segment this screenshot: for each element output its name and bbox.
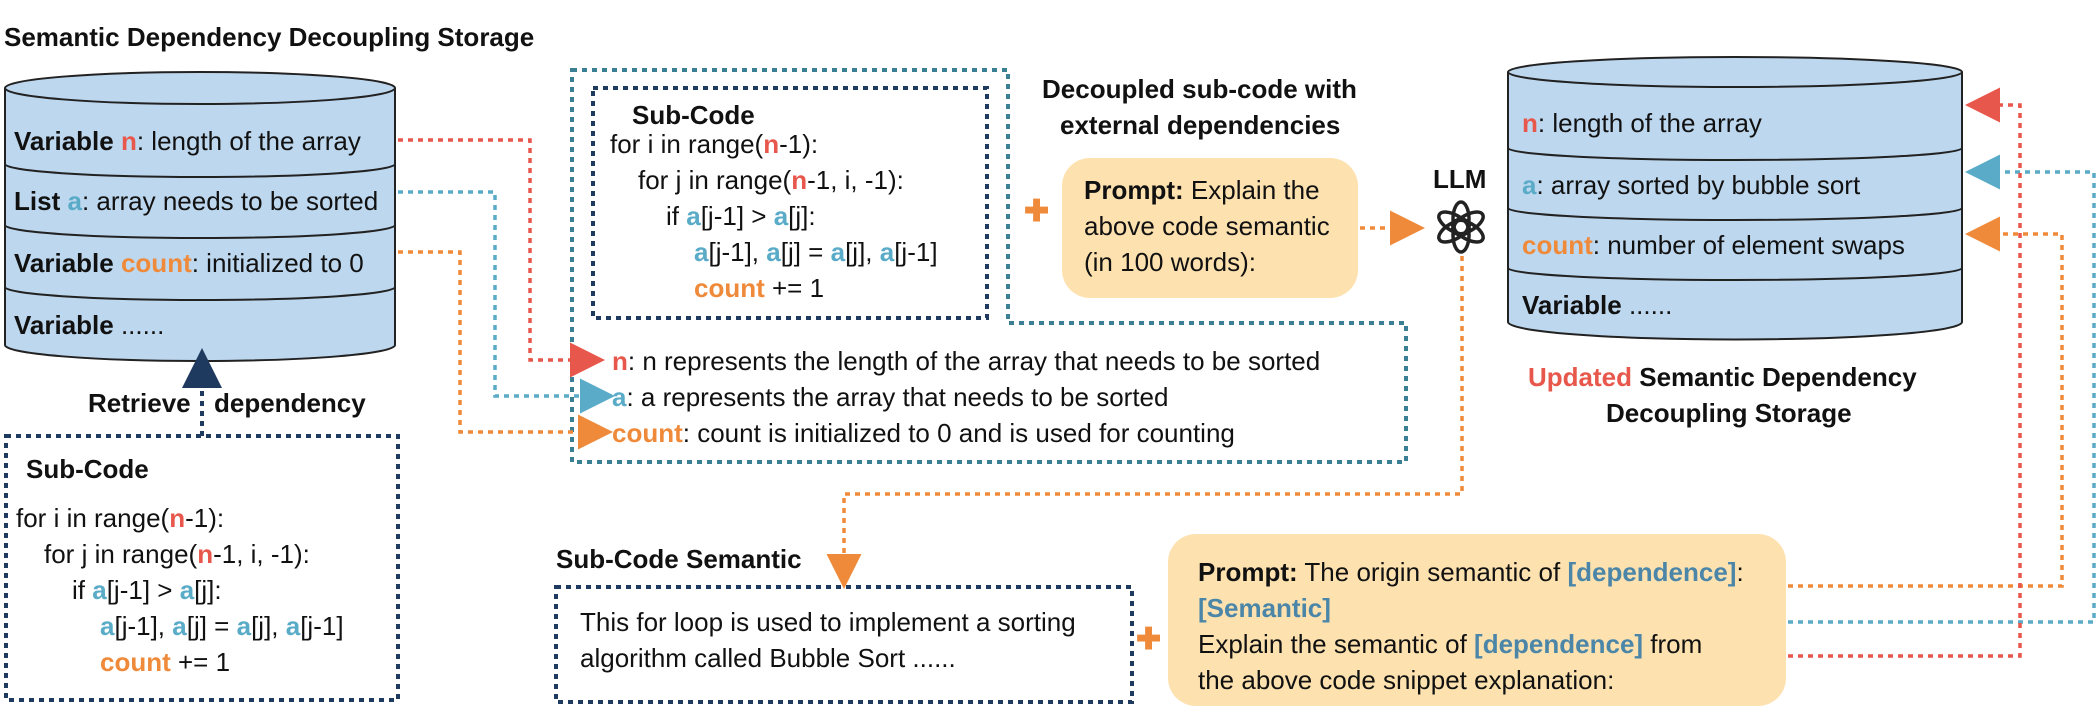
storage-cylinder (4, 71, 396, 362)
decoupled-title-line2: external dependencies (1060, 110, 1341, 140)
retrieve-label: Retrieve (88, 388, 191, 418)
storage-row-count: Variable count: initialized to 0 (14, 248, 364, 278)
code-block-left: for i in range(n-1): for j in range(n-1,… (16, 503, 344, 677)
update-a-arrow (1788, 154, 2096, 624)
storage-row-a: List a: array needs to be sorted (14, 186, 379, 216)
dependency-label: dependency (214, 388, 366, 418)
decoupled-title-line1: Decoupled sub-code with (1042, 74, 1357, 104)
llm-label: LLM (1433, 164, 1487, 194)
storage-row-n: Variable n: length of the array (14, 126, 361, 156)
prompt-explain-text: Prompt: Explain the above code semantic … (1084, 175, 1330, 277)
updated-row-count: count: number of element swaps (1522, 230, 1905, 260)
prompt-box-explain (1062, 158, 1358, 298)
storage-title: Semantic Dependency Decoupling Storage (4, 22, 535, 52)
sub-code-box-left (4, 434, 400, 702)
updated-title-line1: Updated Semantic Dependency (1528, 362, 1917, 392)
updated-storage-cylinder (1507, 56, 1963, 341)
prompt-box-dependence (1168, 534, 1786, 706)
link-count (398, 250, 613, 450)
llm-to-semantic-arrow (826, 256, 1464, 589)
sub-code-title-top: Sub-Code (632, 100, 755, 130)
dep-a: a: a represents the array that needs to … (612, 382, 1169, 412)
updated-row-more: Variable ...... (1522, 290, 1673, 320)
semantic-box (554, 585, 1134, 704)
semantic-text: This for loop is used to implement a sor… (580, 607, 1076, 673)
code-block-top: for i in range(n-1): for j in range(n-1,… (610, 129, 938, 303)
sub-code-box-top (591, 86, 989, 320)
prompt-dependence-text: Prompt: The origin semantic of [dependen… (1198, 557, 1744, 695)
llm-logo-icon (1437, 200, 1485, 254)
updated-row-n: n: length of the array (1522, 108, 1762, 138)
storage-row-more: Variable ...... (14, 310, 165, 340)
plus-icon: ✚ (1136, 623, 1162, 656)
updated-title-line2: Decoupling Storage (1606, 398, 1852, 428)
plus-icon: ✚ (1024, 195, 1050, 228)
update-count-arrow (1788, 216, 2064, 588)
dep-count: count: count is initialized to 0 and is … (612, 418, 1235, 448)
sub-code-title-left: Sub-Code (26, 454, 149, 484)
link-n (398, 138, 605, 378)
link-a (398, 190, 615, 414)
semantic-title: Sub-Code Semantic (556, 544, 802, 574)
updated-row-a: a: array sorted by bubble sort (1522, 170, 1861, 200)
dep-n: n: n represents the length of the array … (612, 346, 1321, 376)
decoupled-box (570, 68, 1408, 464)
